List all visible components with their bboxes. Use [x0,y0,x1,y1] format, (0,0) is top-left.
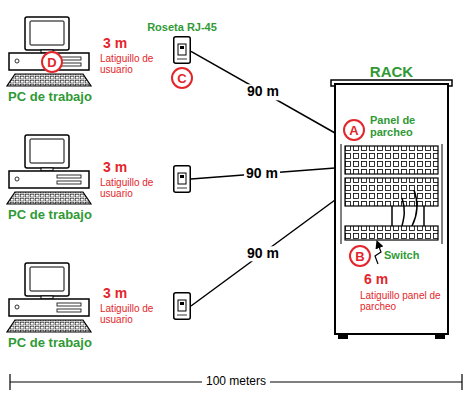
part-name: Panel de parcheo [370,114,440,138]
pc-drawing [7,135,91,204]
cable-length: 90 m [245,246,281,261]
patch-panel [345,178,438,206]
cable-note: Latiguillo de usuario [100,53,170,75]
pc-drawing [7,17,91,86]
cable-note: Latiguillo de usuario [100,177,170,199]
pointer-arrow [375,244,381,264]
rack-rail [442,144,443,244]
rack-drawing [331,80,452,339]
callout-circle: C [171,67,193,89]
callout-circle: A [343,119,365,141]
switch-unit [345,226,438,240]
workstation-pc: PC de trabajo [5,262,95,334]
workstation-pc-drawings [7,17,91,332]
outlet-drawing [174,37,191,64]
workstation-pc: PC de trabajo [5,134,95,206]
patch-cords [392,190,424,226]
part-name: Switch [384,249,419,261]
cable-length: 90 m [244,166,280,181]
rj45-outlet: Roseta RJ-45C [173,36,191,64]
rack-rail [341,144,342,244]
callout-circle: D [41,51,63,73]
outlet-drawing [174,293,191,320]
callout-circle: B [349,245,371,267]
cable-length: 3 m [103,160,127,175]
dimension-label: 100 meters [202,375,270,388]
callout-letter: D [47,56,56,69]
cable-note: Latiguillo panel de parcheo [360,290,444,312]
cable-length: 90 m [245,84,281,99]
cable-line [191,200,335,306]
rack-foot [338,334,348,339]
pc-drawing [7,263,91,332]
node-caption: RACK [370,63,413,80]
patch-panel [345,146,438,174]
node-caption: PC de trabajo [8,335,92,350]
dimension-line [10,374,462,390]
callout-letter: C [177,72,186,85]
cable-length: 3 m [103,36,127,51]
workstation-pc: PC de trabajoD [5,16,95,88]
rack-body [335,84,448,334]
node-caption: Roseta RJ-45 [147,21,217,33]
node-caption: PC de trabajo [8,89,92,104]
rack-foot [435,334,445,339]
cable-connector [191,51,335,133]
cable-length: 6 m [364,272,388,287]
horizontal-cables [191,168,335,306]
callout-letter: A [349,124,358,137]
callout-letter: B [355,250,364,263]
node-caption: PC de trabajo [8,207,92,222]
cable-length: 3 m [103,286,127,301]
cable-note: Latiguillo de usuario [100,303,170,325]
outlet-drawing [174,166,191,193]
